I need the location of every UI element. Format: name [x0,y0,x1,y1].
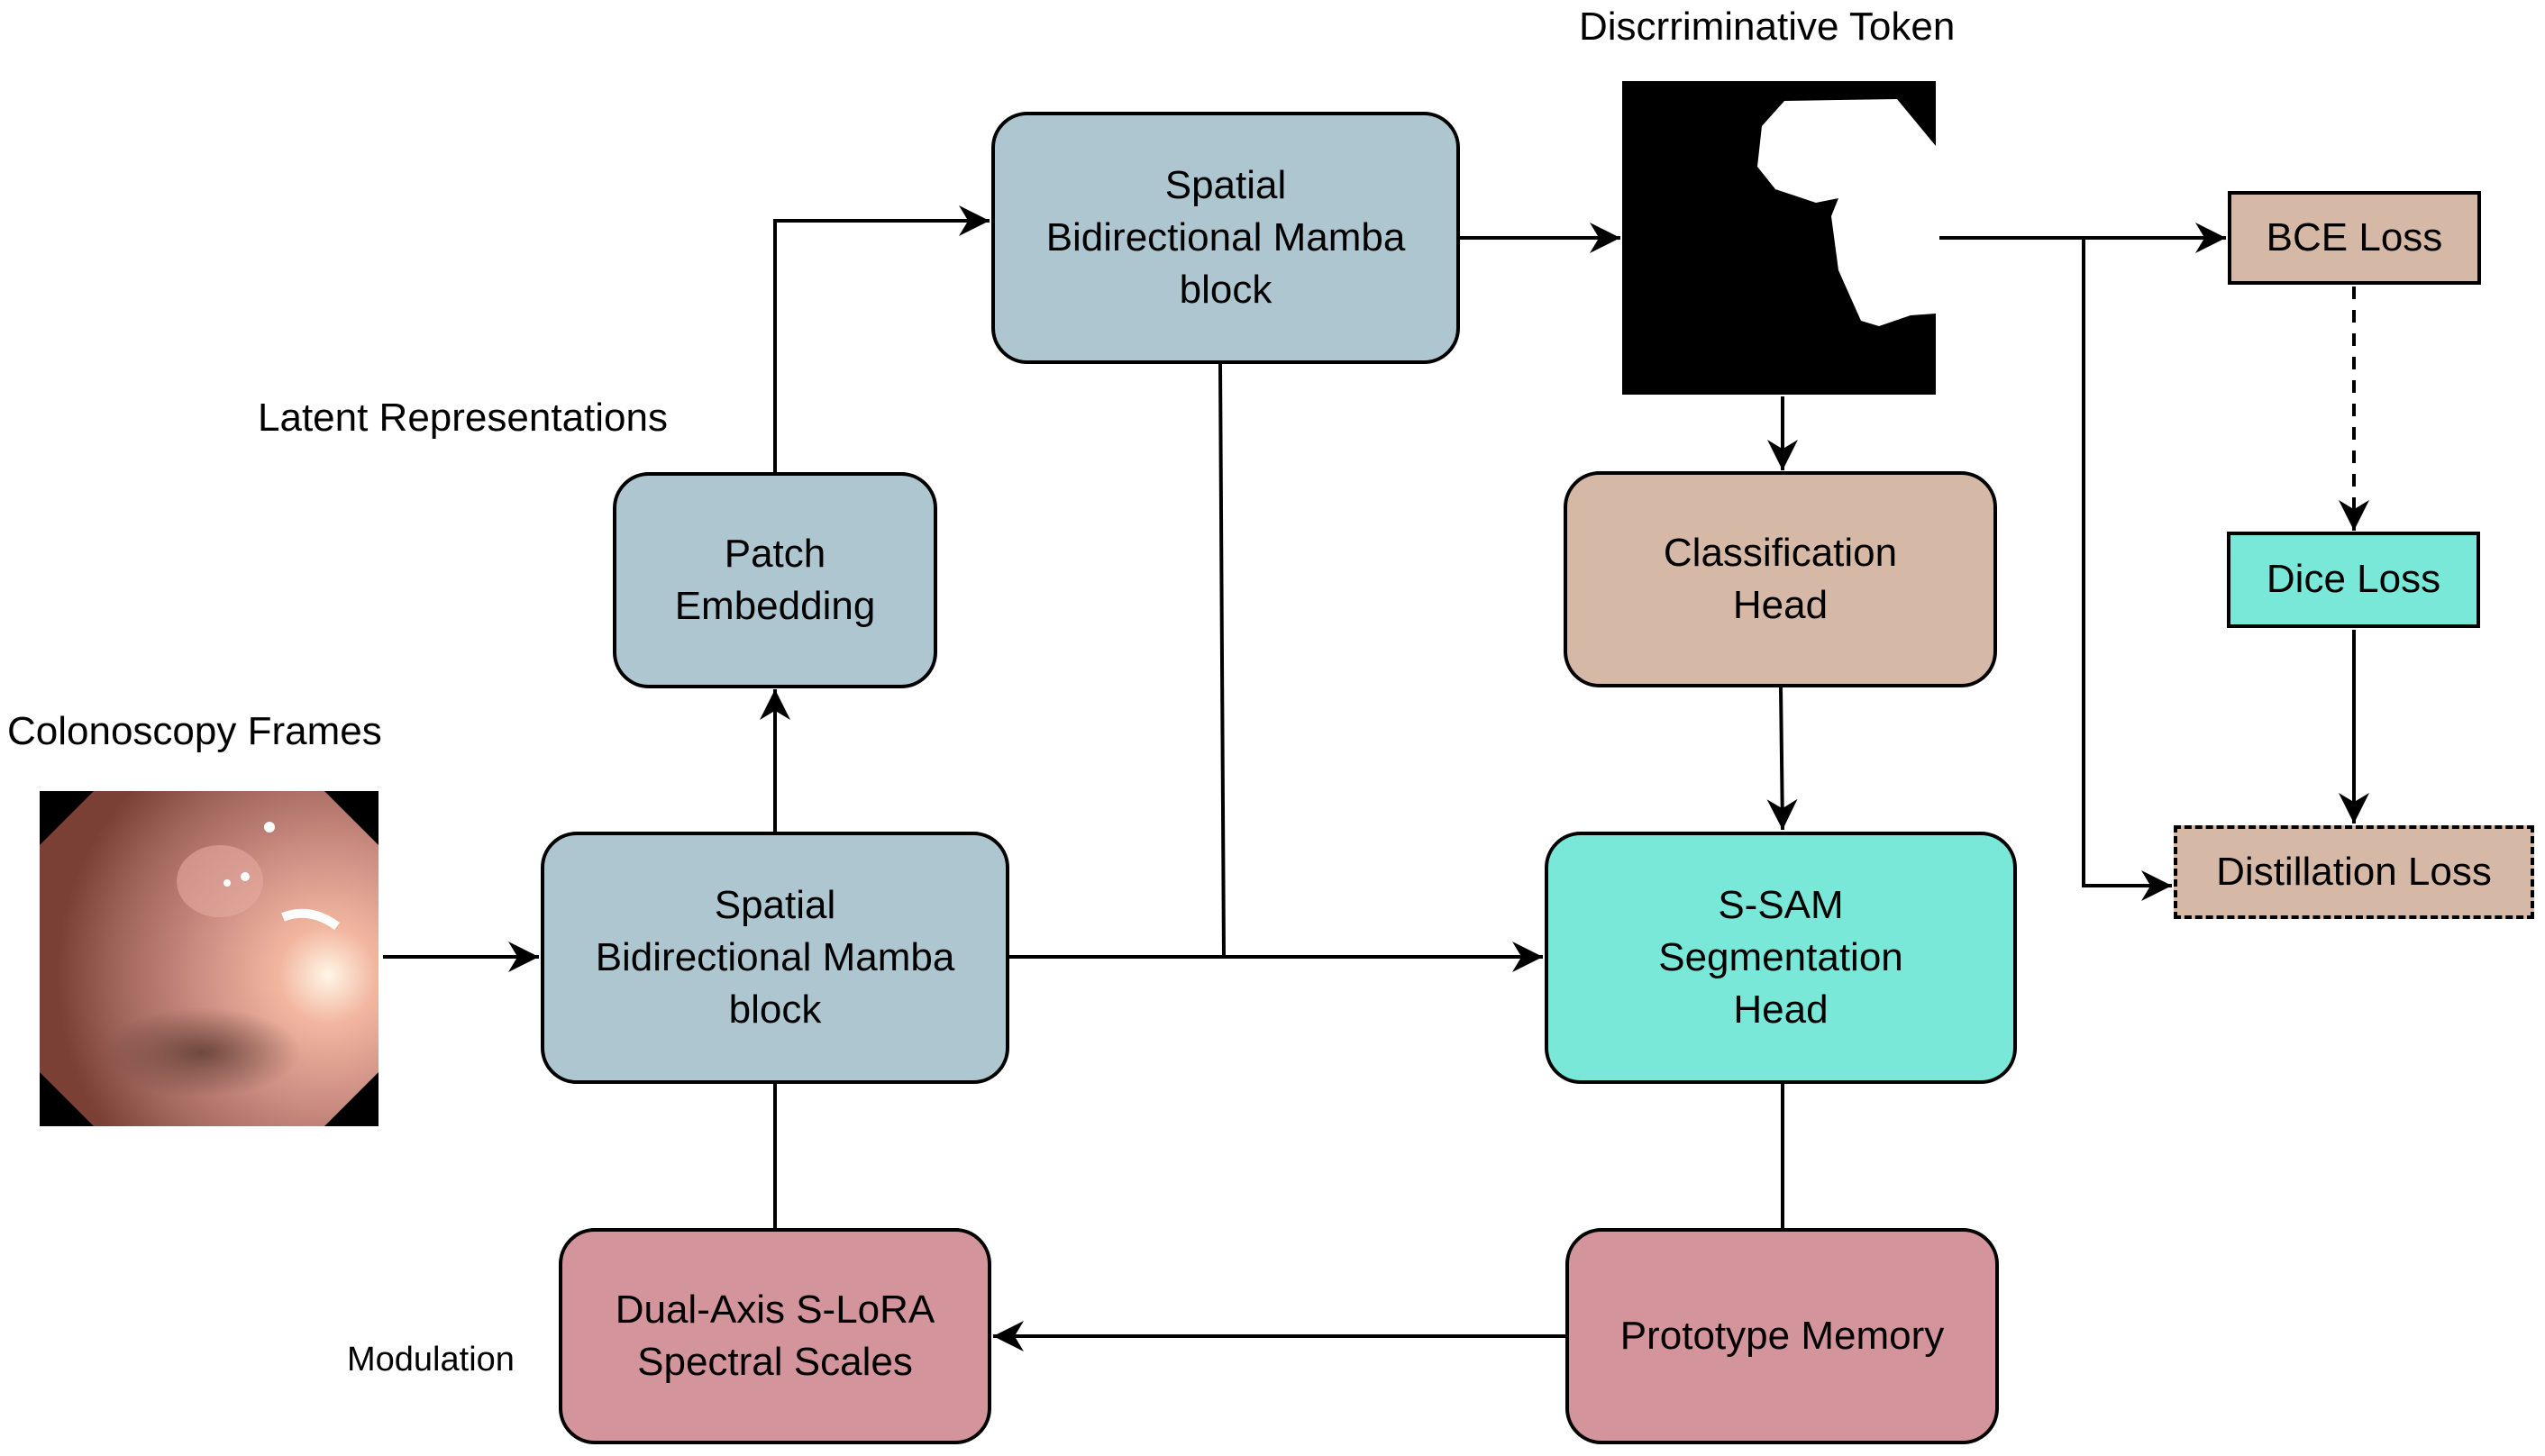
colonoscopy-frame-image [40,791,379,1126]
discriminative-token-label: Discrriminative Token [1579,5,1956,49]
dual-axis-slora-label: Dual-Axis S-LoRA Spectral Scales [615,1287,935,1384]
prototype-memory-label: Prototype Memory [1619,1313,1945,1358]
mamba-block-top: Spatial Bidirectional Mamba block [991,112,1460,364]
modulation-label: Modulation [347,1341,515,1379]
ssam-segmentation-head-label: S-SAM Segmentation Head [1658,882,1903,1033]
classification-head-label: Classification Head [1663,530,1898,627]
segmentation-mask-image [1622,81,1936,395]
bce-loss-label: BCE Loss [2266,214,2443,259]
dual-axis-slora-node: Dual-Axis S-LoRA Spectral Scales [559,1228,991,1444]
arrow-patch-to-top-mamba [773,205,990,473]
latent-representations-label: Latent Representations [258,396,668,440]
distillation-loss-node: Distillation Loss [2174,825,2534,919]
patch-embedding-label: Patch Embedding [674,531,876,628]
bce-loss-node: BCE Loss [2228,191,2481,285]
line-top-mamba-down [1218,362,1226,958]
ssam-segmentation-head-node: S-SAM Segmentation Head [1545,832,2017,1084]
dice-loss-label: Dice Loss [2266,557,2441,602]
patch-embedding-node: Patch Embedding [613,472,937,688]
distillation-loss-label: Distillation Loss [2216,849,2492,894]
colonoscopy-frames-label: Colonoscopy Frames [7,709,382,753]
mamba-block-top-label: Spatial Bidirectional Mamba block [1045,162,1406,313]
prototype-memory-node: Prototype Memory [1565,1228,1999,1444]
arrow-branch-to-distillation [2082,238,2172,901]
mamba-block-bottom-label: Spatial Bidirectional Mamba block [595,882,955,1033]
mamba-block-bottom: Spatial Bidirectional Mamba block [541,832,1009,1084]
arrow-classification-to-ssam [1766,687,1798,831]
dice-loss-node: Dice Loss [2227,532,2480,628]
classification-head-node: Classification Head [1564,471,1997,687]
